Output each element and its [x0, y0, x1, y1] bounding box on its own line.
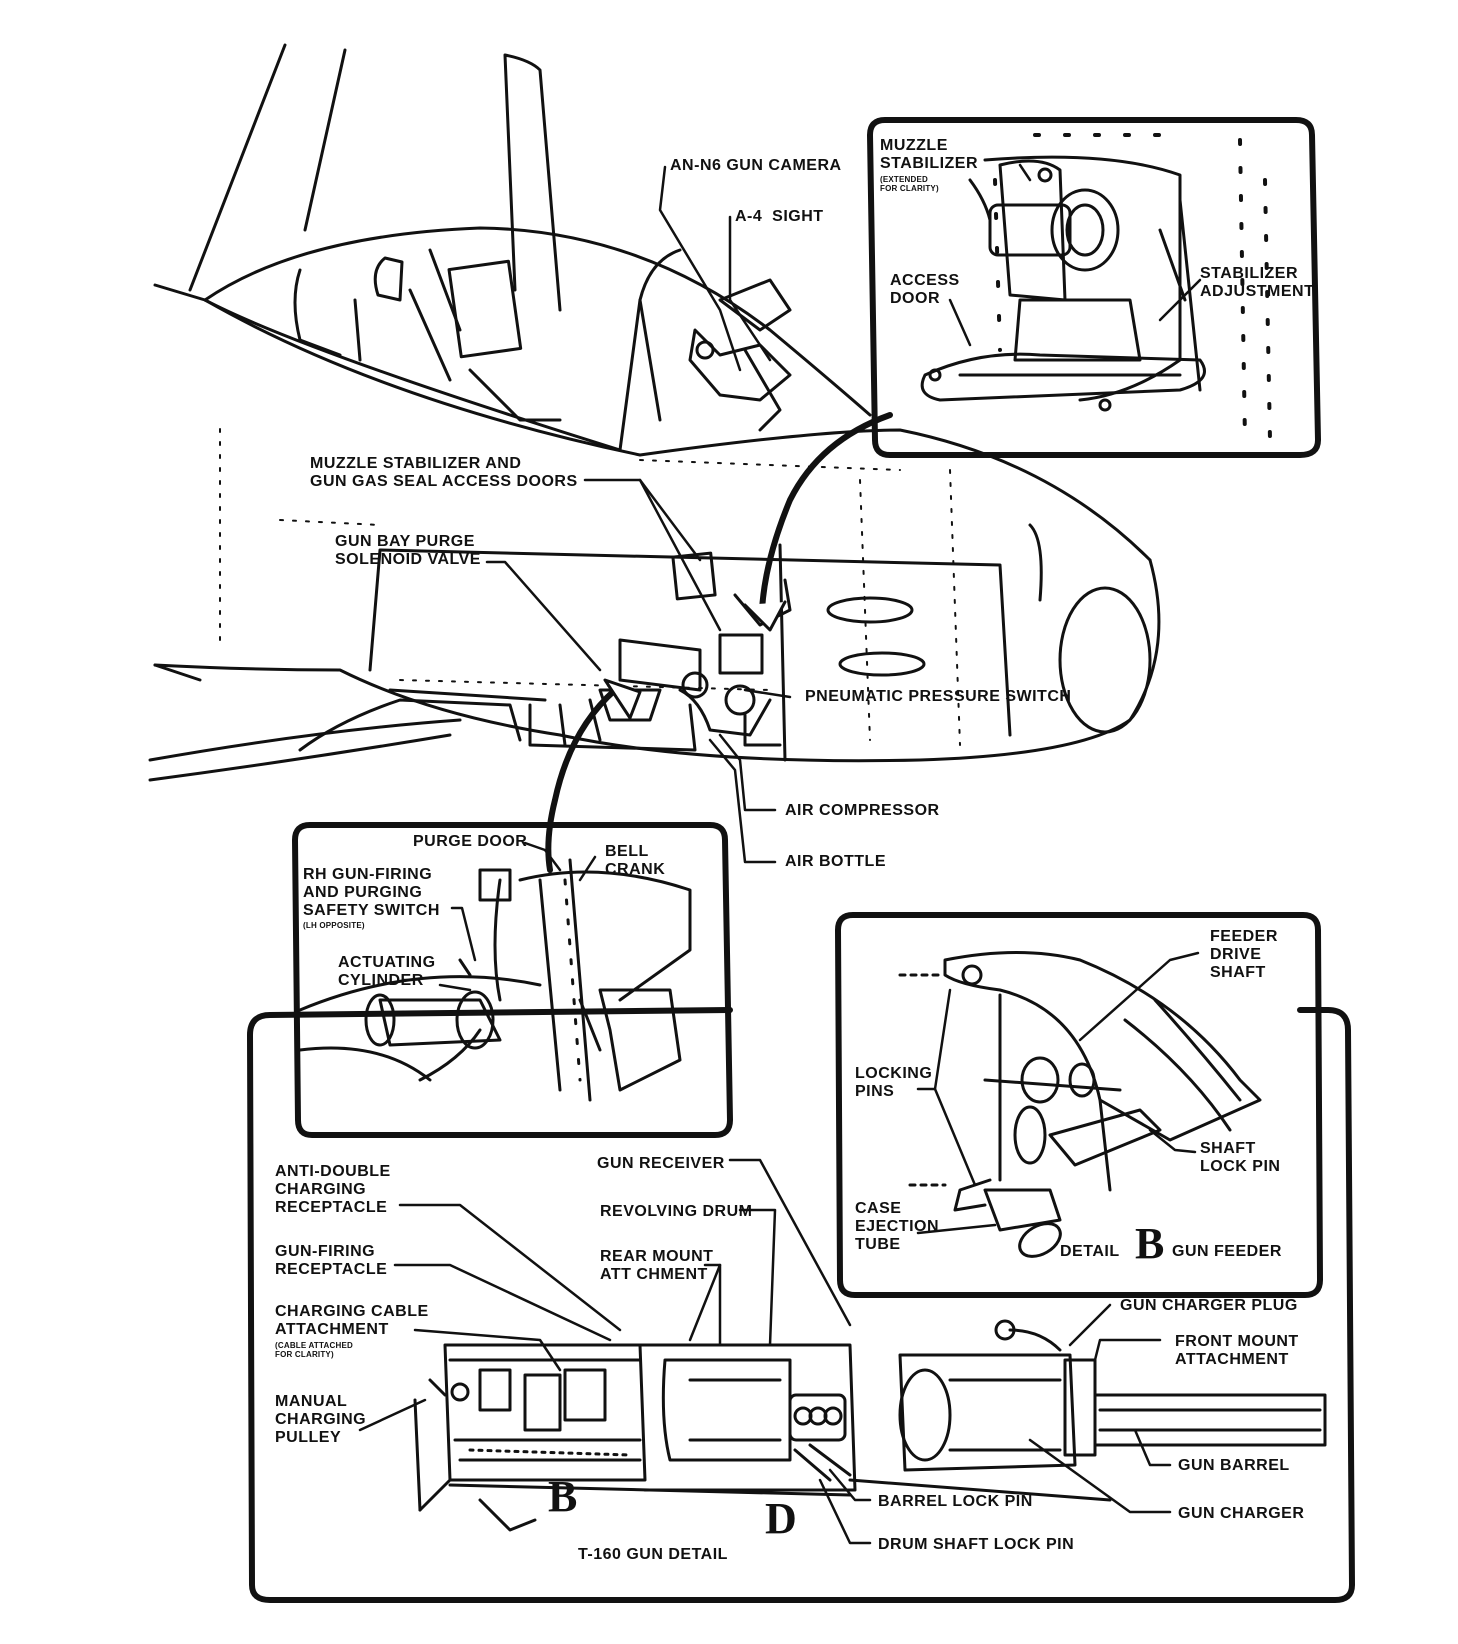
purge-door-detail-arrow — [545, 687, 618, 873]
label-an-n6-gun-camera: AN-N6 GUN CAMERA — [670, 157, 842, 174]
label-anti-double-charging: ANTI-DOUBLE CHARGING RECEPTACLE — [275, 1163, 391, 1216]
label-locking-pins: LOCKING PINS — [855, 1065, 933, 1100]
label-actuating-cylinder: ACTUATING CYLINDER — [338, 954, 436, 989]
label-muzzle-stabilizer-note: (EXTENDED FOR CLARITY) — [880, 175, 939, 193]
label-pneumatic-pressure-switch: PNEUMATIC PRESSURE SWITCH — [805, 688, 1072, 705]
label-detail-b-prefix: DETAIL — [1060, 1243, 1120, 1260]
label-gun-bay-purge-valve: GUN BAY PURGE SOLENOID VALVE — [335, 533, 481, 568]
label-gun-receiver: GUN RECEIVER — [597, 1155, 725, 1172]
label-revolving-drum: REVOLVING DRUM — [600, 1203, 753, 1220]
label-t160-gun-detail: T-160 GUN DETAIL — [578, 1546, 728, 1563]
label-air-compressor: AIR COMPRESSOR — [785, 802, 940, 819]
leader-lines — [358, 163, 1202, 1545]
label-stabilizer-adjustment: STABILIZER ADJUSTMENT — [1200, 265, 1315, 300]
label-gun-charger-plug: GUN CHARGER PLUG — [1120, 1297, 1298, 1314]
label-feeder-drive-shaft: FEEDER DRIVE SHAFT — [1210, 928, 1278, 981]
purge-door-inset — [292, 822, 733, 1138]
label-manual-charging-pulley: MANUAL CHARGING PULLEY — [275, 1393, 367, 1446]
t160-gun-assembly — [413, 1319, 1327, 1532]
label-drum-shaft-lock-pin: DRUM SHAFT LOCK PIN — [878, 1536, 1075, 1553]
gun-feeder-inset — [835, 912, 1323, 1298]
label-detail-b-letter: B — [1135, 1219, 1165, 1268]
label-rh-gun-firing-switch: RH GUN-FIRING AND PURGING SAFETY SWITCH — [303, 866, 440, 919]
aircraft-fuselage — [148, 43, 1161, 782]
label-gun-charger: GUN CHARGER — [1178, 1505, 1305, 1522]
canopy — [203, 226, 872, 417]
gun-camera-and-sight — [688, 278, 792, 432]
label-a4-sight: A-4 SIGHT — [735, 208, 824, 225]
label-detail-b-suffix: GUN FEEDER — [1172, 1243, 1282, 1260]
label-callout-b: B — [548, 1472, 578, 1521]
label-access-door: ACCESS DOOR — [890, 272, 960, 307]
label-air-bottle: AIR BOTTLE — [785, 853, 886, 870]
label-purge-door: PURGE DOOR — [413, 833, 528, 850]
label-case-ejection-tube: CASE EJECTION TUBE — [855, 1200, 940, 1253]
label-rear-mount-attachment: REAR MOUNT ATT CHMENT — [600, 1248, 714, 1283]
label-barrel-lock-pin: BARREL LOCK PIN — [878, 1493, 1033, 1510]
label-muzzle-stabilizer: MUZZLE STABILIZER — [880, 137, 979, 172]
label-callout-d: D — [765, 1494, 797, 1543]
muzzle-detail-arrow — [759, 412, 893, 613]
label-bell-crank: BELL CRANK — [605, 843, 666, 878]
label-muzzle-seal-access-doors: MUZZLE STABILIZER AND GUN GAS SEAL ACCES… — [310, 455, 578, 490]
label-shaft-lock-pin: SHAFT LOCK PIN — [1200, 1140, 1281, 1175]
muzzle-stabilizer-inset — [867, 117, 1321, 458]
t160-gun-detail-frame — [247, 1007, 1355, 1603]
label-front-mount-attachment: FRONT MOUNT ATTACHMENT — [1175, 1333, 1299, 1368]
label-lh-opposite: (LH OPPOSITE) — [303, 921, 365, 930]
label-charging-cable-attachment: CHARGING CABLE ATTACHMENT — [275, 1303, 429, 1338]
label-gun-barrel: GUN BARREL — [1178, 1457, 1290, 1474]
label-cable-attached-note: (CABLE ATTACHED FOR CLARITY) — [275, 1341, 353, 1359]
label-gun-firing-receptacle: GUN-FIRING RECEPTACLE — [275, 1243, 388, 1278]
